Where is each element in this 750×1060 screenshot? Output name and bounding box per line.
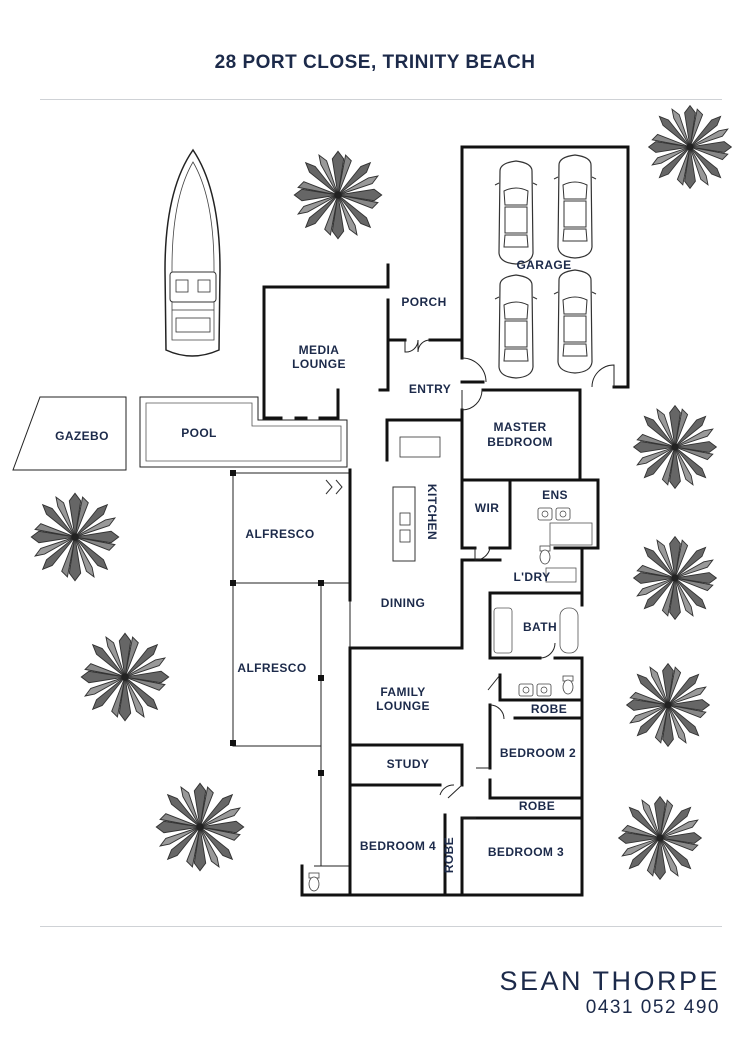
car-icon [553, 154, 597, 259]
house-walls [262, 145, 630, 897]
label-master-1: MASTER [493, 420, 546, 434]
label-bath: BATH [523, 620, 557, 634]
toilet-icon [562, 675, 574, 695]
label-media-2: LOUNGE [292, 357, 346, 371]
laundry-tub [545, 567, 577, 583]
shower-tray [549, 522, 593, 546]
label-pool: POOL [181, 426, 217, 440]
kitchen-fittings [325, 436, 441, 562]
label-entry: ENTRY [409, 382, 451, 396]
palm-tree-icon [155, 782, 245, 872]
boat-icon [164, 148, 221, 357]
bathtub-icon [559, 607, 579, 654]
car-icon [494, 274, 538, 379]
label-ens: ENS [542, 488, 568, 502]
room-labels: GARAGE PORCH MEDIA LOUNGE ENTRY MASTER B… [55, 258, 576, 873]
toilet-icon [308, 872, 320, 892]
palm-tree-icon [633, 405, 717, 489]
car-icon [553, 269, 597, 374]
label-alfresco-2: ALFRESCO [237, 661, 306, 675]
palm-tree-icon [293, 150, 383, 240]
label-robe-3: ROBE [442, 837, 456, 873]
label-robe-2: ROBE [519, 799, 555, 813]
palm-tree-icon [626, 663, 710, 747]
top-divider [40, 99, 722, 100]
label-kitchen: KITCHEN [425, 484, 439, 540]
palm-tree-icon [633, 536, 717, 620]
sink-icon [537, 507, 553, 521]
palm-tree-icon [648, 105, 732, 189]
sink-icon [518, 683, 534, 697]
agent-name: SEAN THORPE [499, 966, 720, 996]
toilet-icon [539, 545, 551, 565]
label-media-1: MEDIA [299, 343, 340, 357]
label-porch: PORCH [401, 295, 446, 309]
palm-tree-icon [618, 796, 702, 880]
label-bedroom-2: BEDROOM 2 [500, 746, 576, 760]
gazebo-outline [12, 396, 127, 471]
pool-outline [139, 396, 348, 468]
label-dining: DINING [381, 596, 425, 610]
shower-icon [493, 607, 513, 654]
page-title: 28 PORT CLOSE, TRINITY BEACH [214, 52, 536, 73]
bottom-divider [40, 926, 722, 927]
car-icon [494, 160, 538, 265]
label-study: STUDY [387, 757, 430, 771]
label-gazebo: GAZEBO [55, 429, 109, 443]
label-family-1: FAMILY [380, 685, 425, 699]
label-garage: GARAGE [516, 258, 571, 272]
label-alfresco-1: ALFRESCO [245, 527, 314, 541]
label-laundry: L'DRY [513, 570, 550, 584]
door-swings [404, 339, 615, 819]
agent-phone: 0431 052 490 [585, 997, 720, 1018]
palm-tree-icon [30, 492, 120, 582]
label-robe-1: ROBE [531, 702, 567, 716]
label-family-2: LOUNGE [376, 699, 430, 713]
palm-tree-icon [80, 632, 170, 722]
label-bedroom-3: BEDROOM 3 [488, 845, 564, 859]
sink-icon [536, 683, 552, 697]
sink-icon [555, 507, 571, 521]
label-master-2: BEDROOM [487, 435, 552, 449]
label-wir: WIR [475, 501, 500, 515]
label-bedroom-4: BEDROOM 4 [360, 839, 436, 853]
